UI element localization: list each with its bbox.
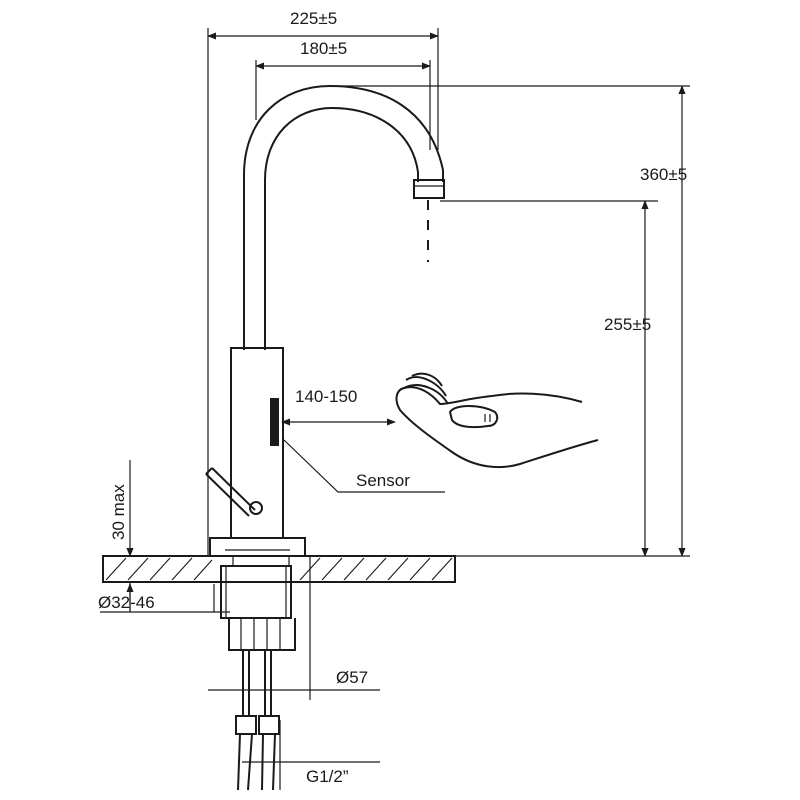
dim-height-outlet: 255±5: [604, 315, 651, 334]
countertop: [102, 555, 456, 583]
flex-hoses: [235, 650, 280, 791]
dimension-lines: [100, 28, 690, 790]
sensor-window: [270, 398, 279, 446]
dim-width-overall: 225±5: [290, 9, 337, 28]
aerator: [413, 179, 445, 199]
dim-width-spout: 180±5: [300, 39, 347, 58]
dim-base-diameter: Ø57: [336, 668, 368, 687]
spout-inner: [264, 106, 419, 350]
base-flange: [209, 537, 306, 557]
hand-illustration: [395, 372, 599, 469]
lever-handle: [205, 467, 263, 517]
dim-height-overall: 360±5: [640, 165, 687, 184]
dim-counter-thickness: 30 max: [109, 484, 128, 540]
dim-sensor-range: 140-150: [295, 387, 357, 406]
mounting-nut: [220, 565, 292, 619]
mounting-thread: [232, 555, 290, 567]
spout-outer: [243, 84, 444, 350]
dim-connection-thread: G1/2”: [306, 767, 349, 786]
countertop-hatching: [105, 557, 453, 581]
dim-hole-diameter: Ø32-46: [98, 593, 155, 612]
label-sensor: Sensor: [356, 471, 410, 490]
faucet-body: [205, 84, 445, 791]
